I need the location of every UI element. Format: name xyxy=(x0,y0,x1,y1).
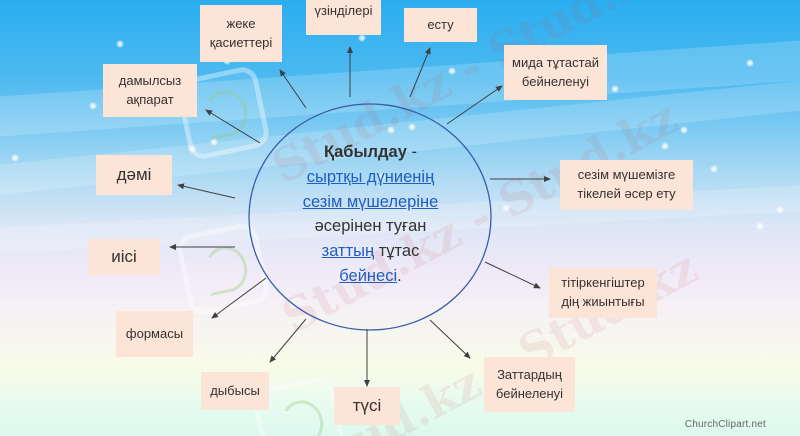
definition-line-5-end: . xyxy=(397,266,402,285)
node-zheke-qasietteri: жеке қасиеттері xyxy=(200,5,282,62)
sparkle-icon xyxy=(611,85,619,93)
sparkle-icon xyxy=(448,67,456,75)
arrow-to-zattardyn xyxy=(429,319,471,359)
node-zattardyn-beinelenui: Заттардың бейнеленуі xyxy=(484,357,575,412)
definition-link-4[interactable]: заттың xyxy=(321,242,375,260)
sparkle-icon xyxy=(378,173,386,181)
definition-line-4-rest: тұтас xyxy=(374,242,420,260)
arrow-to-estu xyxy=(409,47,431,98)
node-uzindileri: үзінділері xyxy=(306,0,381,35)
node-tusi: түсі xyxy=(334,387,400,425)
definition-dash: - xyxy=(406,143,417,161)
clipart-credit: ChurchClipart.net xyxy=(684,419,766,430)
sparkle-icon xyxy=(502,204,510,212)
node-iisi: иісі xyxy=(88,239,160,275)
sparkle-icon xyxy=(680,126,688,134)
node-dami: дәмі xyxy=(96,155,172,195)
sparkle-icon xyxy=(756,222,764,230)
sparkle-icon xyxy=(710,165,718,173)
sparkle-icon xyxy=(89,102,97,110)
sparkle-icon xyxy=(358,34,366,42)
sparkle-icon xyxy=(11,154,19,162)
node-formasy: формасы xyxy=(116,311,193,357)
node-titirkengishter: тітіркенгіштер дің жиынтығы xyxy=(549,268,657,318)
arrow-to-formasy xyxy=(211,277,267,319)
node-estu: есту xyxy=(404,8,477,42)
sparkle-icon xyxy=(776,206,784,214)
arrow-to-dami xyxy=(177,183,236,199)
node-mida-tutastai: мида тұтастай бейнеленуі xyxy=(504,45,607,100)
node-damylsyz-aqparat: дамылсыз ақпарат xyxy=(103,64,197,117)
sparkle-icon xyxy=(387,126,395,134)
sparkle-icon xyxy=(746,59,754,67)
sparkle-icon xyxy=(116,40,124,48)
arrow-to-mida xyxy=(446,85,503,125)
definition-link-5[interactable]: бейнесі xyxy=(339,266,398,285)
definition-title: Қабылдау xyxy=(324,143,407,161)
node-sezim-mushemizge: сезім мүшемізге тікелей әсер ету xyxy=(560,160,693,210)
center-definition: Қабылдау - сыртқы дүниенің сезім мүшелер… xyxy=(268,140,473,289)
arrow-to-titirken xyxy=(484,261,541,289)
arrow-to-zheke xyxy=(279,69,307,109)
sparkle-icon xyxy=(661,142,669,150)
definition-link-2[interactable]: сезім мүшелеріне xyxy=(302,192,439,211)
definition-link-1[interactable]: сыртқы дүниенің xyxy=(306,167,435,186)
arrow-to-dybysy xyxy=(269,318,307,363)
sparkle-icon xyxy=(408,123,416,131)
arrow-to-damylsyz xyxy=(205,109,261,144)
definition-line-3: әсерінен туған xyxy=(314,217,427,236)
node-dybysy: дыбысы xyxy=(201,372,269,410)
center-ellipse xyxy=(248,103,492,331)
